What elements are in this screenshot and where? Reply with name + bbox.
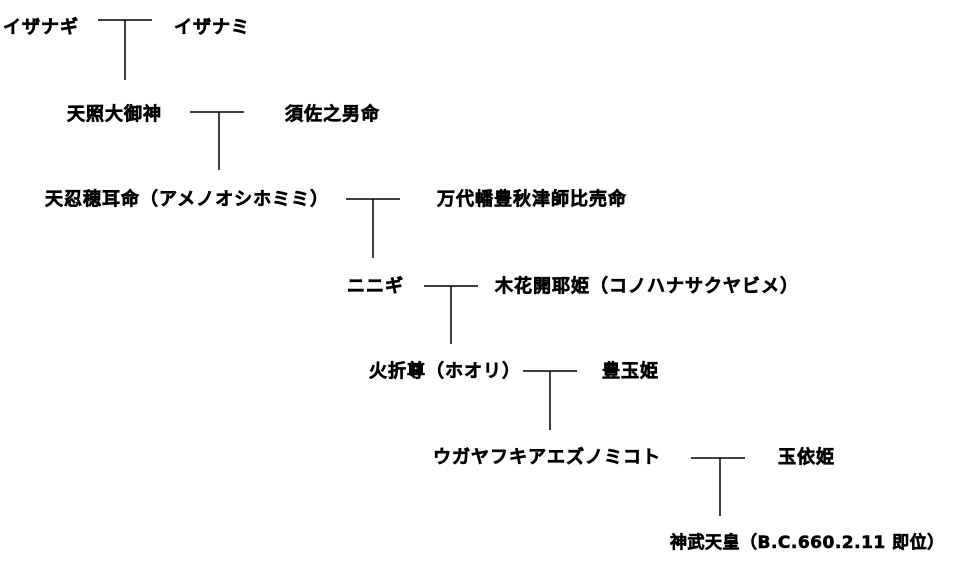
person-tamayori-hime: 玉依姫	[778, 447, 835, 469]
person-konohanasakuya-hime: 木花開耶姫（コノハナサクヤビメ）	[495, 276, 799, 298]
person-izanagi: イザナギ	[3, 17, 79, 39]
person-yorozuhata-toyoakitsushi-hime: 万代幡豊秋津師比売命	[437, 189, 627, 211]
person-amaterasu: 天照大御神	[67, 104, 162, 126]
person-emperor-jimmu: 神武天皇（B.C.660.2.11 即位）	[670, 533, 945, 554]
person-toyotama-hime: 豊玉姫	[602, 361, 659, 383]
person-izanami: イザナミ	[174, 17, 250, 39]
person-ugayafukiaezu: ウガヤフキアエズノミコト	[433, 447, 661, 469]
person-hoori: 火折尊（ホオリ）	[369, 361, 521, 383]
person-susanoo: 須佐之男命	[285, 104, 380, 126]
person-amenooshihomimi: 天忍穂耳命（アメノオシホミミ）	[45, 189, 330, 211]
person-ninigi: ニニギ	[347, 276, 404, 298]
